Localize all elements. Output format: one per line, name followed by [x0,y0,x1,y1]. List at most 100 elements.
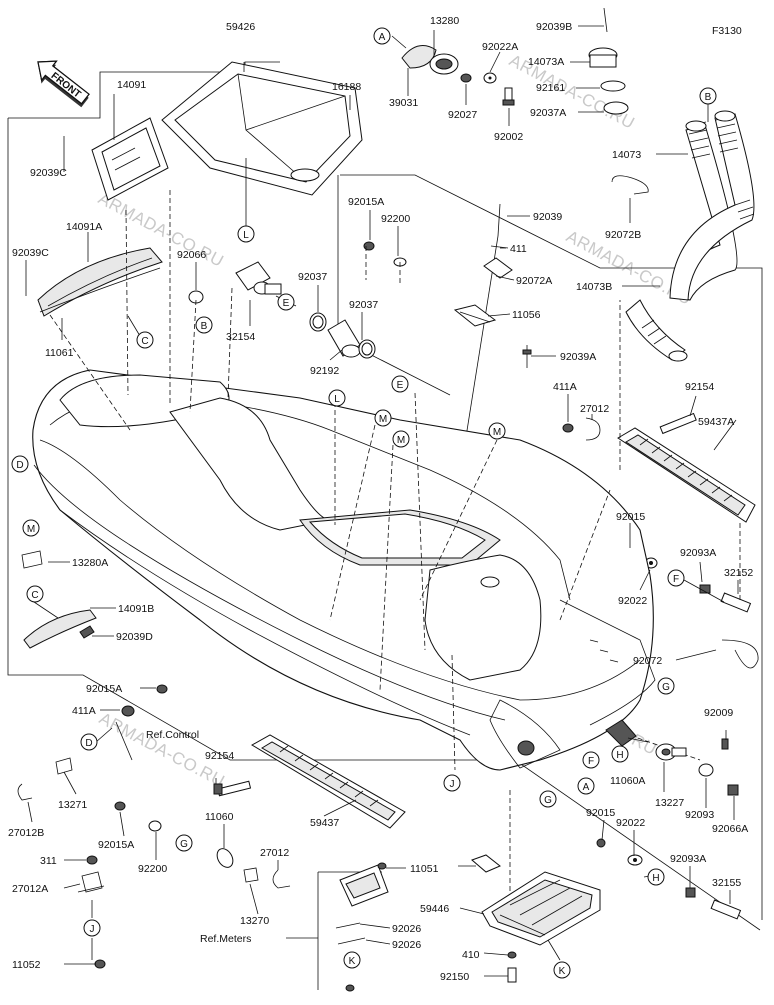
svg-text:L: L [243,230,249,241]
label-92039c-b: 92039C [12,247,49,259]
label-92026-b: 92026 [392,939,421,951]
clip-27012 [585,417,601,441]
label-32154: 32154 [226,331,255,343]
svg-text:K: K [559,966,566,977]
label-92039b: 92039B [536,21,572,33]
label-32155: 32155 [712,877,741,889]
grommet-92009 [721,738,729,750]
label-92072: 92072 [633,655,662,667]
label-14073: 14073 [612,149,641,161]
svg-text:K: K [349,956,356,967]
label-92039c-a: 92039C [30,167,67,179]
clip-27012b [17,783,33,801]
nut-411a-l [121,705,135,717]
clip-27012-b [272,869,291,889]
svg-text:B: B [201,321,208,332]
svg-text:C: C [31,590,38,601]
clamp-92072b [611,175,649,195]
nut-92015a-b [114,801,126,811]
hatch-lid [91,117,169,201]
svg-text:H: H [652,873,659,884]
cap-13280 [429,53,459,75]
label-92154-l: 92154 [205,750,234,762]
svg-text:G: G [662,682,670,693]
label-92093: 92093 [685,809,714,821]
label-13280a: 13280A [72,557,108,569]
clamp-92037-a [309,312,327,332]
callout-j: J [443,774,461,792]
bolt-92039a [522,345,532,368]
callout-c-2: C [26,585,44,603]
callout-b: B [699,87,717,105]
label-14073a: 14073A [528,56,564,68]
bolt-92154-l [213,780,252,797]
callout-j-2: J [83,919,101,937]
label-92200-b: 92200 [138,863,167,875]
clip-92015a-top [363,241,375,251]
svg-text:F: F [588,756,594,767]
leader-lines [49,190,741,925]
svg-text:A: A [583,782,590,793]
label-92015a-b: 92015A [98,839,134,851]
label-11056: 11056 [512,309,541,321]
label-13271: 13271 [58,799,87,811]
hose-92192 [327,319,361,358]
label-16188: 16188 [332,81,361,93]
label-27012-b: 27012 [260,847,289,859]
svg-text:F: F [673,574,679,585]
label-92037-b: 92037 [349,299,378,311]
collar-92027 [460,73,472,83]
watermark: ARMADA-CO.RU [506,51,638,133]
callout-c: C [136,331,154,349]
label-leaders [25,25,739,977]
svg-text:H: H [616,750,623,761]
label-11061: 11061 [45,347,74,359]
label-92022a: 92022A [482,41,518,53]
bolt-92154-r [659,412,697,435]
svg-text:D: D [85,738,92,749]
svg-text:C: C [141,336,148,347]
label-92015-r: 92015 [616,511,645,523]
callout-a-2: A [577,777,595,795]
callout-f-2: F [582,751,600,769]
cable-92039b [603,7,608,33]
washer-92022-b [627,854,643,866]
label-92037a: 92037A [530,107,566,119]
label-92022-r: 92022 [618,595,647,607]
callouts: A B L C E B E L M M M D M C F G D H F J … [11,27,717,979]
label-92039d: 92039D [116,631,153,643]
callout-d: D [11,455,29,473]
label-14091a: 14091A [66,221,102,233]
label-14073b: 14073B [576,281,612,293]
label-92093a-b: 92093A [670,853,706,865]
strap-92072 [721,639,759,669]
svg-text:E: E [283,298,290,309]
svg-text:M: M [397,435,405,446]
label-27012b: 27012B [8,827,44,839]
callout-l-2: L [328,389,346,407]
label-27012-r: 27012 [580,403,609,415]
grommet-11060a [605,719,637,747]
cap-39031 [401,45,437,69]
clamp-92037-b [358,339,376,359]
callout-h-2: H [647,868,665,886]
ref-control-label: Ref.Control [146,729,199,741]
svg-text:A: A [379,32,386,43]
grate-59437 [251,734,406,829]
label-92026-a: 92026 [392,923,421,935]
clip-92039d [79,625,95,639]
callout-k-2: K [553,961,571,979]
fitting-14073a [588,47,618,68]
svg-text:L: L [334,394,340,405]
ref-meters-label: Ref.Meters [200,933,251,945]
label-39031: 39031 [389,97,418,109]
rod-ref-control [115,721,133,761]
svg-text:J: J [450,779,455,790]
callout-h: H [611,745,629,763]
front-arrow-icon: FRONT [37,60,90,108]
svg-text:M: M [493,427,501,438]
callout-e-2: E [391,375,409,393]
label-92072b: 92072B [605,229,641,241]
clip-27012a [77,871,105,893]
label-11052: 11052 [12,959,41,971]
